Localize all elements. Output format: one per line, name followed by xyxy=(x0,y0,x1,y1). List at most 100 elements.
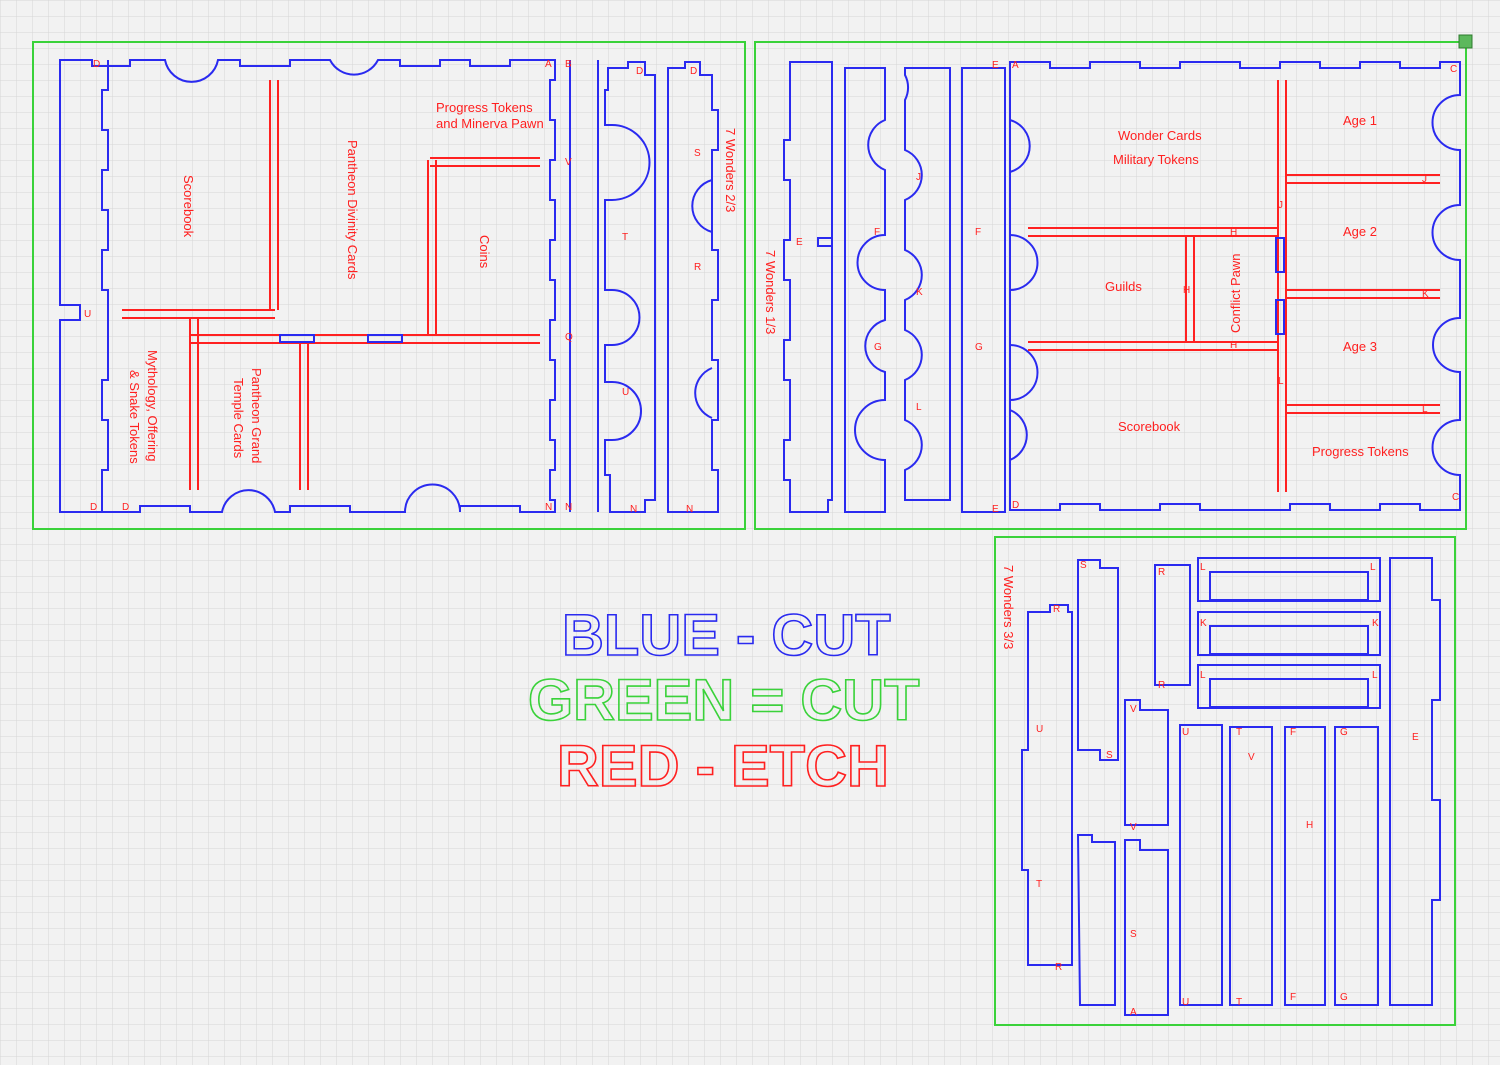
svg-text:K: K xyxy=(1200,618,1207,629)
svg-text:D: D xyxy=(93,59,100,70)
svg-text:J: J xyxy=(916,172,921,183)
sheet-1-slot-2 xyxy=(367,334,403,343)
sheet-1-side-wall-1 xyxy=(604,61,656,513)
svg-text:J: J xyxy=(1422,174,1427,185)
svg-text:R: R xyxy=(1055,962,1062,973)
sheet-2-main-tray-outline xyxy=(1009,61,1461,511)
svg-text:A: A xyxy=(1130,1007,1137,1018)
sheet-2-resize-handle[interactable] xyxy=(1458,34,1473,49)
svg-text:G: G xyxy=(874,342,882,353)
sheet-2-guilds-label: Guilds xyxy=(1105,279,1142,294)
svg-text:U: U xyxy=(622,387,629,398)
sheet-2-title: 7 Wonders 1/3 xyxy=(763,250,778,334)
svg-text:R: R xyxy=(694,262,701,273)
svg-text:A: A xyxy=(545,59,552,70)
svg-text:L: L xyxy=(1372,670,1378,681)
svg-text:H: H xyxy=(1306,820,1313,831)
svg-text:H: H xyxy=(1230,227,1237,238)
sheet-2-strip-3 xyxy=(904,67,951,501)
svg-text:E: E xyxy=(796,237,803,248)
svg-text:D: D xyxy=(90,502,97,513)
svg-text:T: T xyxy=(1236,727,1242,738)
svg-text:C: C xyxy=(1452,492,1459,503)
svg-text:V: V xyxy=(1248,752,1255,763)
svg-text:T: T xyxy=(622,232,628,243)
svg-text:L: L xyxy=(1370,562,1376,573)
svg-text:U: U xyxy=(84,309,91,320)
sheet-1-border[interactable] xyxy=(32,41,746,530)
svg-text:L: L xyxy=(916,402,922,413)
sheet-1-left-rail xyxy=(101,60,109,512)
svg-text:L: L xyxy=(1200,562,1206,573)
sheet-1-grand-temple-label: Pantheon Grand xyxy=(249,368,264,463)
svg-text:F: F xyxy=(1290,992,1296,1003)
sheet-3-piece-3 xyxy=(1076,834,1116,1006)
sheet-2-wonder-cards-label: Wonder Cards xyxy=(1118,128,1202,143)
sheet-2-military-tokens-label: Military Tokens xyxy=(1113,152,1199,167)
sheet-2-strip-letters: EFG JKL FG EE xyxy=(796,60,999,515)
sheet-2-age2-label: Age 2 xyxy=(1343,224,1377,239)
sheet-2-age3-label: Age 3 xyxy=(1343,339,1377,354)
sheet-1-mythology-label: Mythology, Offering xyxy=(145,350,160,462)
svg-text:V: V xyxy=(565,157,572,168)
svg-text:Q: Q xyxy=(565,332,573,343)
svg-text:N: N xyxy=(686,504,693,515)
sheet-3-piece-10 xyxy=(1334,726,1379,1006)
legend-red: RED - ETCH xyxy=(557,734,889,799)
svg-text:G: G xyxy=(975,342,983,353)
svg-text:U: U xyxy=(1036,724,1043,735)
sheet-1-scorebook-label: Scorebook xyxy=(181,175,196,238)
sheet-3-bar-1-inner xyxy=(1209,571,1369,601)
svg-text:F: F xyxy=(874,227,880,238)
sheet-1-main-tray-outline xyxy=(59,59,556,513)
sheet-3-border[interactable] xyxy=(994,536,1456,1026)
sheet-3-piece-5 xyxy=(1124,699,1169,826)
svg-text:R: R xyxy=(1053,604,1060,615)
svg-text:N: N xyxy=(565,502,572,513)
svg-text:D: D xyxy=(1012,500,1019,511)
sheet-1-snake-tokens-label: & Snake Tokens xyxy=(127,370,142,464)
svg-text:C: C xyxy=(1450,64,1457,75)
sheet-2-age1-label: Age 1 xyxy=(1343,113,1377,128)
sheet-2-border[interactable] xyxy=(754,41,1467,530)
legend-blue: BLUE - CUT xyxy=(562,603,891,668)
svg-text:E: E xyxy=(992,60,999,71)
svg-text:D: D xyxy=(636,66,643,77)
svg-text:N: N xyxy=(630,504,637,515)
svg-text:S: S xyxy=(694,148,701,159)
svg-text:E: E xyxy=(1412,732,1419,743)
svg-text:B: B xyxy=(565,59,572,70)
sheet-2-tray-arcs xyxy=(1009,119,1039,461)
svg-text:V: V xyxy=(1130,704,1137,715)
svg-text:H: H xyxy=(1183,285,1190,296)
svg-text:H: H xyxy=(1230,340,1237,351)
sheet-3-bar-2-inner xyxy=(1209,625,1369,655)
sheet-2-strip-1 xyxy=(783,61,833,513)
legend-green: GREEN = CUT xyxy=(528,668,920,733)
sheet-1-side-wall-2-arcs xyxy=(691,179,713,419)
sheet-3-piece-7 xyxy=(1179,724,1223,1006)
sheet-2-strip-4 xyxy=(961,67,1006,513)
svg-text:A: A xyxy=(1012,60,1019,71)
sheet-1-pantheon-divinity-label: Pantheon Divinity Cards xyxy=(345,140,360,280)
sheet-1-minerva-pawn-label: and Minerva Pawn xyxy=(436,116,544,131)
svg-text:D: D xyxy=(690,66,697,77)
sheet-2-slot-2 xyxy=(1275,299,1285,335)
sheet-3-piece-2 xyxy=(1077,559,1119,761)
sheet-3-piece-11 xyxy=(1389,557,1441,1006)
sheet-2-etch-dividers xyxy=(1028,80,1440,492)
sheet-1: D A B D D N N U V Q Scorebook Pantheon Divinity… xyxy=(32,41,746,530)
svg-text:U: U xyxy=(1182,997,1189,1008)
sheet-3-piece-9 xyxy=(1284,726,1326,1006)
svg-text:D: D xyxy=(122,502,129,513)
sheet-1-coins-label: Coins xyxy=(477,235,492,269)
sheet-3-piece-6 xyxy=(1124,839,1169,1016)
svg-text:L: L xyxy=(1422,404,1428,415)
svg-text:F: F xyxy=(1290,727,1296,738)
svg-text:T: T xyxy=(1236,997,1242,1008)
